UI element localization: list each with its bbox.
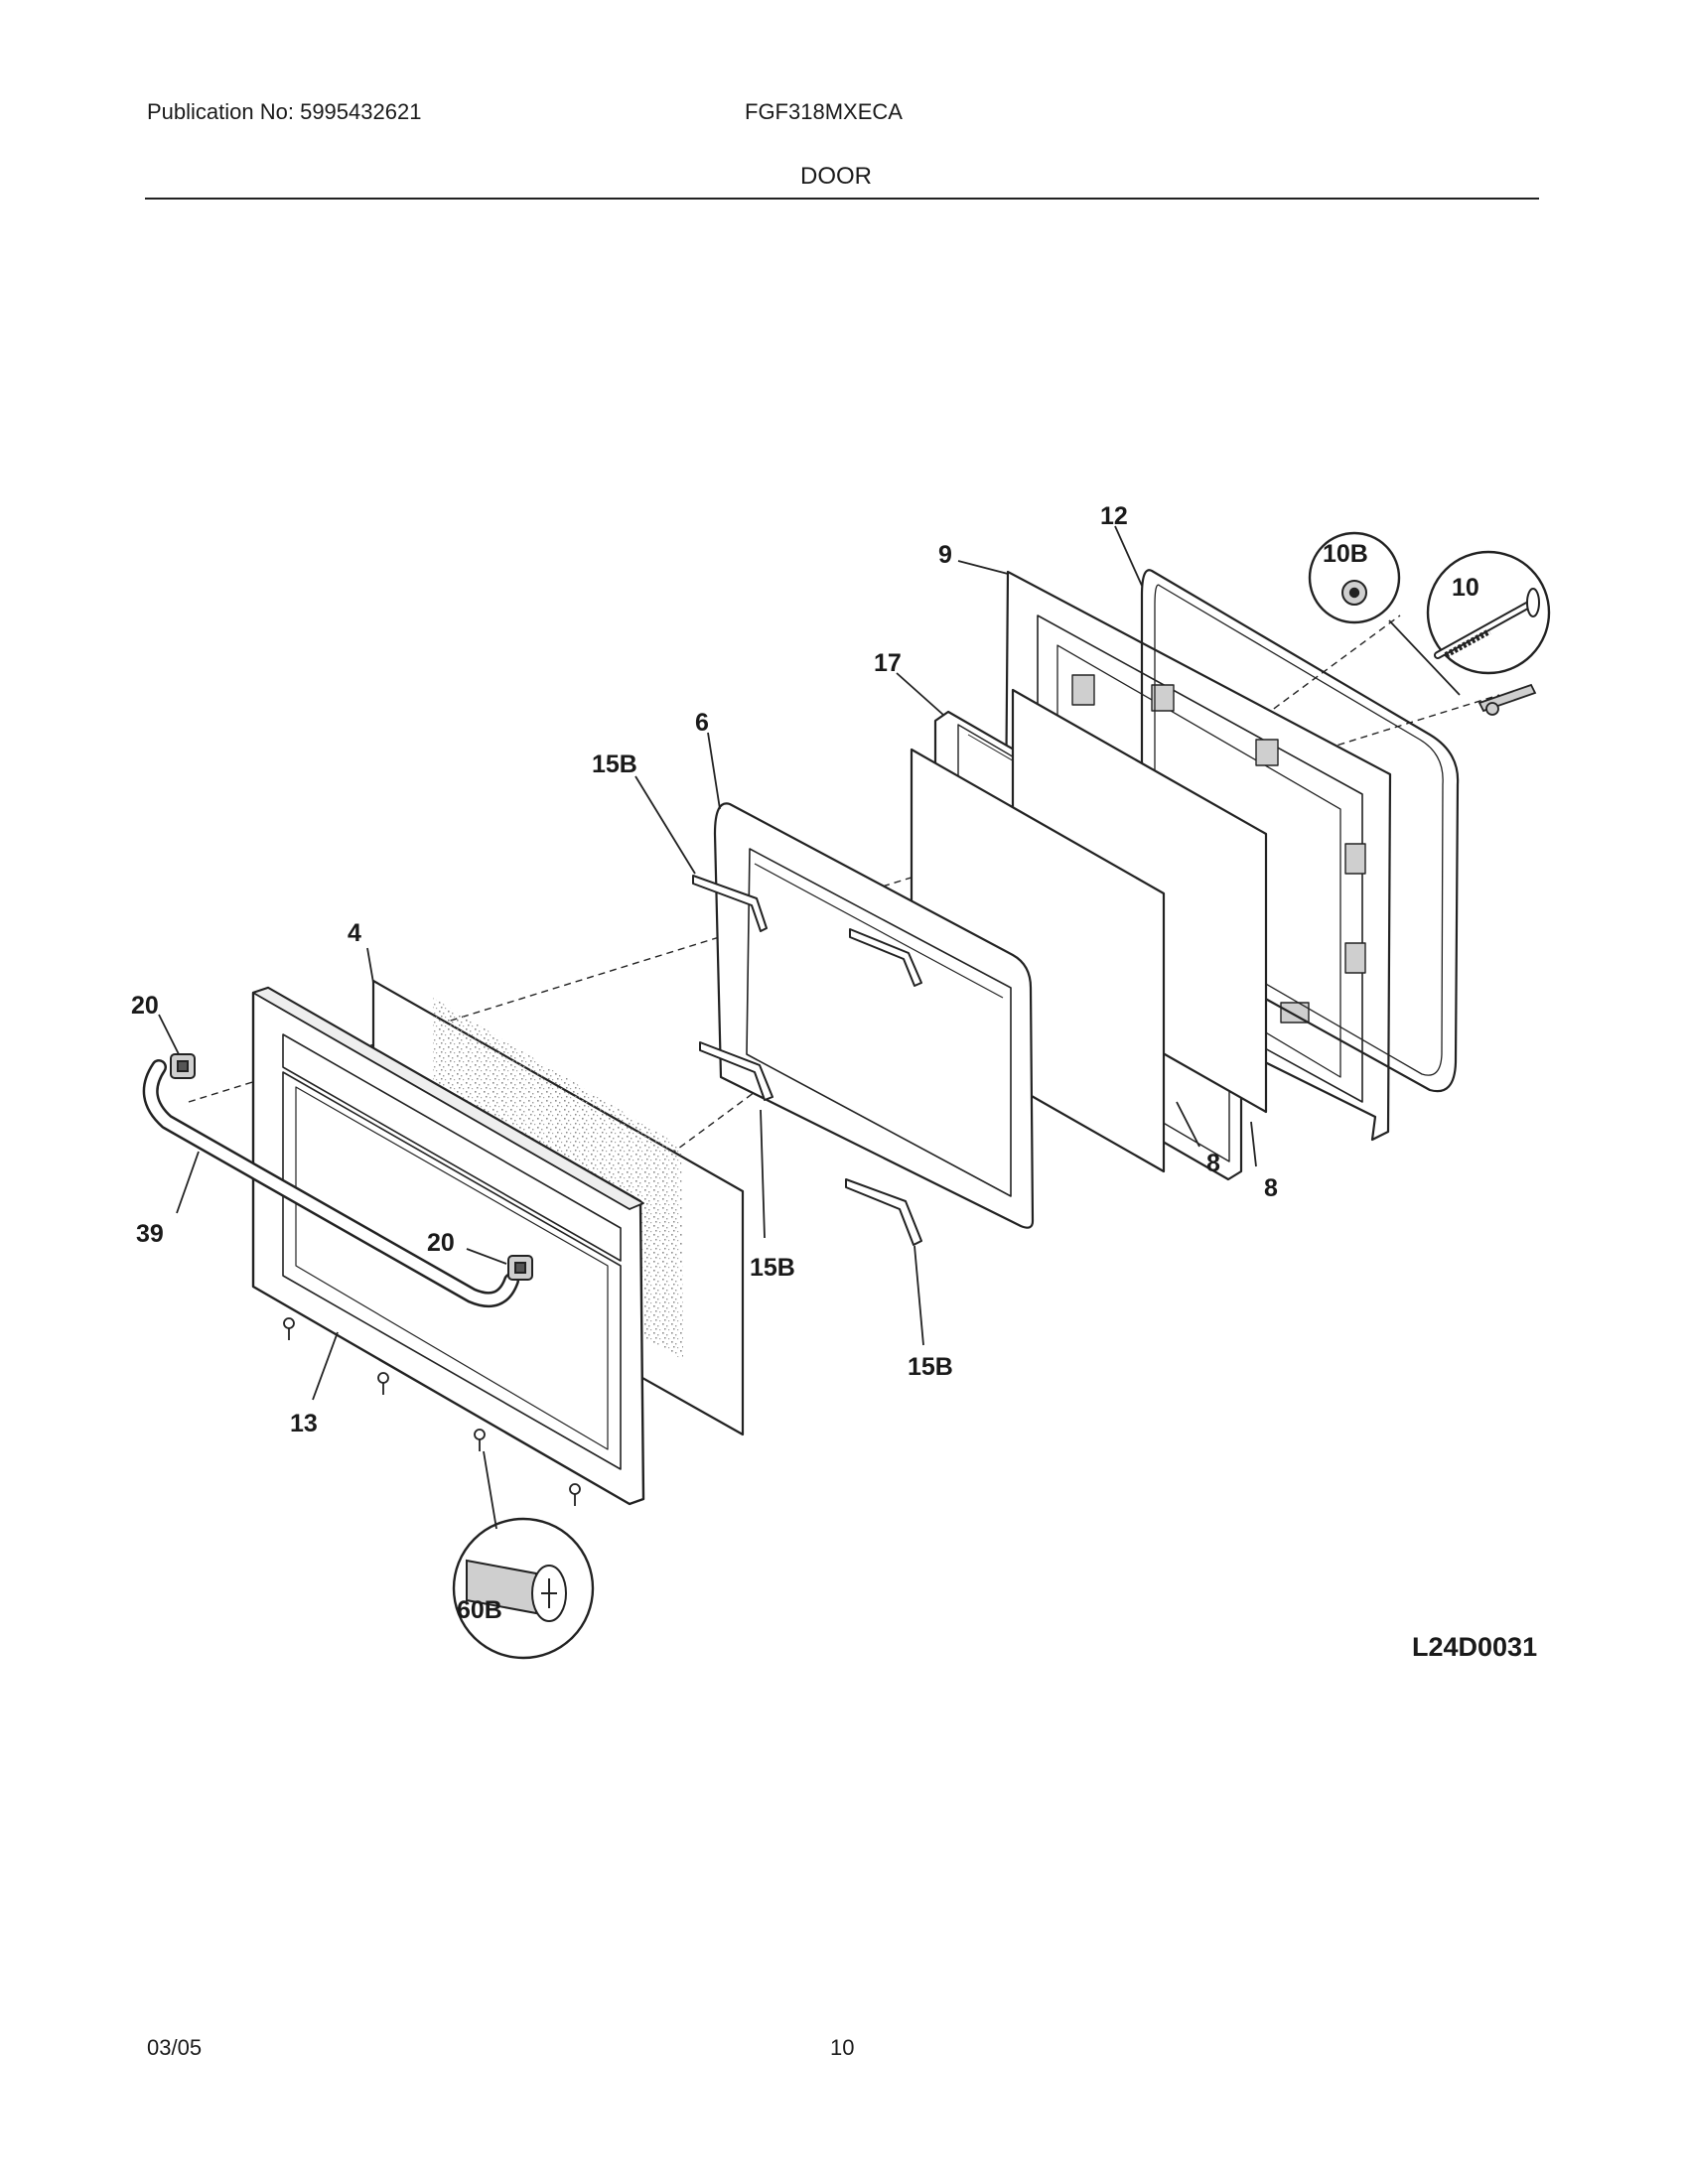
publication-number: Publication No: 5995432621 (147, 99, 422, 124)
callout-15b-clip-top: 15B (592, 751, 637, 778)
callout-10b-washer: 10B (1323, 540, 1368, 568)
callout-4-insulation: 4 (348, 919, 361, 947)
page-number: 10 (830, 2035, 855, 2060)
callout-8-front-glass: 8 (1206, 1150, 1220, 1177)
glass-support-frame-part (713, 802, 1035, 1229)
callout-15b-clip-bottom: 15B (908, 1353, 953, 1381)
handle-mount-parts (170, 1053, 533, 1281)
callout-leaders (158, 525, 1461, 1530)
callout-15b-clip-middle: 15B (750, 1254, 795, 1282)
door-handle-part (142, 1059, 519, 1307)
hinge-detail-callouts (1308, 531, 1551, 716)
callout-39-handle: 39 (136, 1220, 164, 1248)
bottom-screw-parts (283, 1317, 581, 1506)
drawing-code: L24D0031 (1412, 1632, 1537, 1662)
callout-8-rear-glass: 8 (1264, 1174, 1278, 1202)
header-rule (145, 198, 1539, 200)
callout-13-outer-panel: 13 (290, 1410, 318, 1437)
callout-17-glass-frame: 17 (874, 649, 902, 677)
callout-9-inner-liner: 9 (938, 541, 952, 569)
callout-20-handle-mount: 20 (131, 992, 159, 1020)
glass-clip-parts (692, 875, 922, 1246)
publication-date: 03/05 (147, 2035, 203, 2060)
screw-detail-callout (452, 1517, 595, 1660)
callout-12-gasket: 12 (1100, 502, 1128, 530)
section-title: DOOR (800, 163, 872, 190)
callout-60b-screw: 60B (457, 1596, 502, 1624)
callout-20-handle-mount-right: 20 (427, 1229, 455, 1257)
outer-door-panel-part (251, 986, 645, 1506)
callout-10-bolt: 10 (1452, 574, 1479, 602)
model-number: FGF318MXECA (745, 99, 903, 124)
callout-6-support-frame: 6 (695, 709, 709, 737)
